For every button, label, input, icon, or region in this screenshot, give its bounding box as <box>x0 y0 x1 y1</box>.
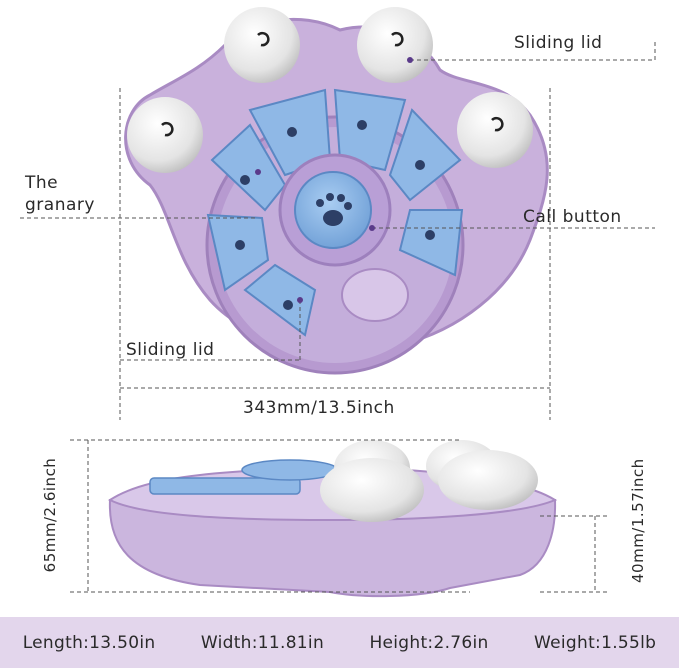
side-call-button <box>241 459 339 481</box>
side-knob <box>438 450 538 510</box>
sliding-lid-segment <box>398 209 464 277</box>
knob-marks <box>161 31 504 137</box>
label-granary-line2: granary <box>25 195 95 215</box>
lid-paw-marks <box>235 120 435 310</box>
paw-print-icon <box>316 193 352 226</box>
callout-dots <box>255 57 413 303</box>
side-knob <box>320 458 424 522</box>
spec-length: Length:13.50in <box>22 632 156 653</box>
side-lids <box>149 477 301 495</box>
label-sliding-lid-top: Sliding lid <box>514 33 603 53</box>
label-granary-line1: The <box>25 173 59 193</box>
spec-width: Width:11.81in <box>200 632 325 653</box>
sliding-lid-segment <box>388 108 462 202</box>
paw-side-view <box>108 440 558 598</box>
sliding-lid-segment <box>333 88 407 172</box>
spec-height: Height:2.76in <box>369 632 489 653</box>
spec-weight: Weight:1.55lb <box>534 632 657 653</box>
paw-base-side <box>108 499 557 598</box>
sliding-lids <box>206 88 464 337</box>
sliding-lid-segment <box>243 263 317 337</box>
label-sliding-lid-bottom: Sliding lid <box>126 340 215 360</box>
callout-lines <box>20 42 656 420</box>
spec-footer: Length:13.50in Width:11.81in Height:2.76… <box>0 617 679 668</box>
granary-bowl <box>341 268 409 322</box>
sliding-lid-segment <box>206 213 270 292</box>
label-call-button: Call button <box>523 207 622 227</box>
side-dimension-lines <box>70 439 610 593</box>
label-height-right: 40mm/1.57inch <box>629 458 647 583</box>
label-width-dimension: 343mm/13.5inch <box>243 398 395 418</box>
label-height-left: 65mm/2.6inch <box>41 457 59 573</box>
